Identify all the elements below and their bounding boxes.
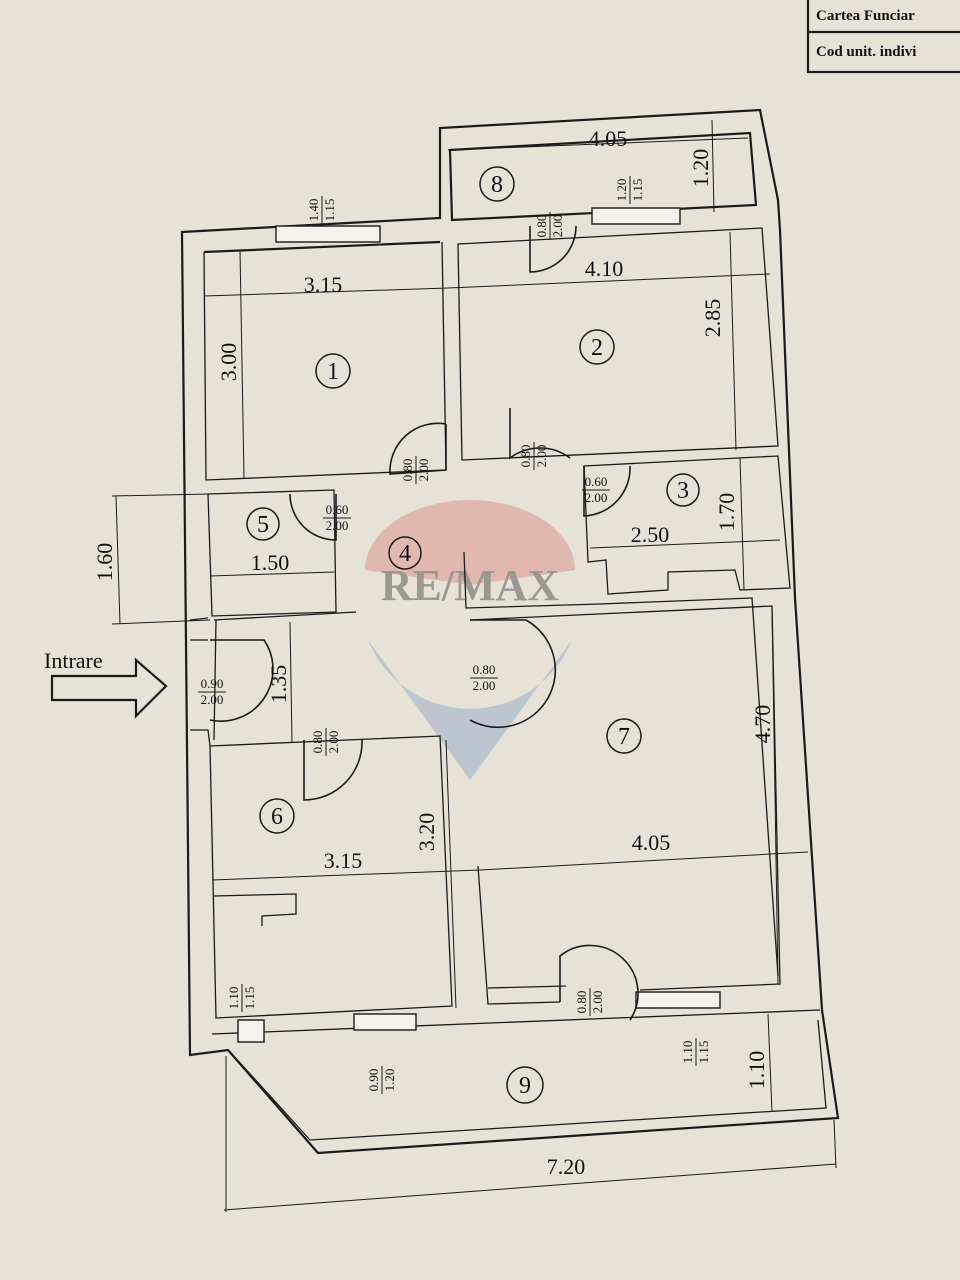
door-entry — [209, 639, 274, 722]
header-table: Cartea Funciar Cod unit. indivi — [806, 0, 960, 74]
door-entry-height: 2.00 — [201, 692, 224, 707]
door-r5-width: 0.60 — [326, 502, 349, 517]
door-r6-width: 0.80 — [310, 731, 325, 754]
door-room-3 — [583, 465, 631, 517]
dim-r3-width: 2.50 — [631, 522, 670, 547]
door-room-8 — [529, 225, 577, 273]
dim-r6-width: 3.15 — [324, 848, 363, 873]
dim-r5-height: 1.60 — [92, 543, 117, 582]
header-line-2: Cod unit. indivi — [816, 44, 916, 60]
room-number-6: 6 — [271, 804, 283, 830]
win-r6-width: 1.10 — [226, 987, 241, 1010]
door-room-5 — [289, 493, 337, 541]
room-number-3: 3 — [677, 478, 689, 504]
window-room-7 — [635, 991, 721, 1009]
door-room-2 — [509, 408, 571, 460]
header-line-1: Cartea Funciar — [816, 8, 915, 24]
watermark-logo: RE/MAX — [365, 500, 575, 780]
win-r6-bottom-height: 1.20 — [382, 1069, 397, 1092]
dimension-labels: 4.05 1.20 3.15 3.00 4.10 2.85 2.50 1.70 … — [92, 126, 775, 1179]
entrance-label: Intrare — [44, 648, 103, 673]
room-number-4: 4 — [399, 541, 411, 567]
win-r7-height: 1.15 — [696, 1041, 711, 1064]
opening-labels: 1.40 1.15 1.20 1.15 0.80 2.00 0.80 2.00 … — [198, 176, 711, 1094]
room-number-2: 2 — [591, 335, 603, 361]
door-r7-width: 0.80 — [473, 662, 496, 677]
room-numbers: 1 2 3 4 5 6 7 8 9 — [246, 166, 700, 1104]
door-room-9 — [559, 944, 639, 1021]
door-r2-width: 0.80 — [518, 445, 533, 468]
door-r7-height: 2.00 — [473, 678, 496, 693]
room-number-9: 9 — [519, 1073, 531, 1099]
door-r2-height: 2.00 — [534, 445, 549, 468]
win-r1-height: 1.15 — [322, 199, 337, 222]
dim-r1-width: 3.15 — [304, 272, 343, 297]
dim-r7-width: 4.05 — [632, 830, 671, 855]
window-room-1 — [275, 225, 381, 243]
door-room-1 — [389, 422, 447, 475]
door-r5-height: 2.00 — [326, 518, 349, 533]
win-r6-bottom-width: 0.90 — [366, 1069, 381, 1092]
dim-r3-height: 1.70 — [714, 493, 739, 532]
door-r3-height: 2.00 — [585, 490, 608, 505]
windows — [237, 207, 721, 1043]
door-r3-width: 0.60 — [585, 474, 608, 489]
win-r1-width: 1.40 — [306, 199, 321, 222]
door-entry-width: 0.90 — [201, 676, 224, 691]
dim-r8-width: 4.05 — [589, 126, 628, 151]
window-room-2 — [591, 207, 681, 225]
win-r7-width: 1.10 — [680, 1041, 695, 1064]
dim-r1-height: 3.00 — [216, 343, 241, 382]
door-r1-height: 2.00 — [416, 459, 431, 482]
dim-r7-height: 4.70 — [750, 705, 775, 744]
doors — [209, 225, 639, 1021]
room-number-5: 5 — [257, 512, 269, 538]
dim-total-width: 7.20 — [547, 1154, 586, 1179]
window-room-6 — [353, 1013, 417, 1031]
dim-r5-width: 1.50 — [251, 550, 290, 575]
window-room-6-corner — [237, 1019, 265, 1043]
win-r6-height: 1.15 — [242, 987, 257, 1010]
room-number-8: 8 — [491, 172, 503, 198]
door-r8-height: 2.00 — [550, 215, 565, 238]
win-r2-height: 1.15 — [630, 179, 645, 202]
win-r2-width: 1.20 — [614, 179, 629, 202]
dim-r9-depth: 1.10 — [744, 1051, 769, 1090]
door-room-6 — [303, 739, 363, 801]
door-r9-height: 2.00 — [590, 991, 605, 1014]
entrance-arrow-icon — [50, 657, 168, 719]
dimension-lines — [111, 119, 837, 1212]
door-r6-height: 2.00 — [326, 731, 341, 754]
room-number-7: 7 — [618, 724, 630, 750]
door-r9-width: 0.80 — [574, 991, 589, 1014]
dim-r6-height: 3.20 — [414, 813, 439, 852]
door-room-7 — [469, 619, 557, 729]
outer-walls — [180, 108, 840, 1155]
dim-r8-depth: 1.20 — [688, 149, 713, 188]
door-r1-width: 0.80 — [400, 459, 415, 482]
room-number-1: 1 — [327, 359, 339, 385]
door-r8-width: 0.80 — [534, 215, 549, 238]
dim-r2-width: 4.10 — [585, 256, 624, 281]
watermark-text: RE/MAX — [381, 561, 560, 610]
dim-hall-height: 1.35 — [266, 665, 291, 704]
dim-r2-height: 2.85 — [700, 299, 725, 338]
